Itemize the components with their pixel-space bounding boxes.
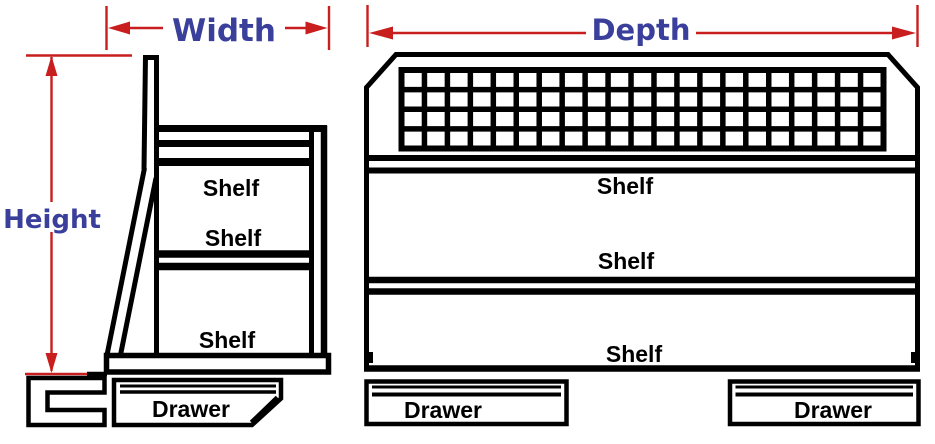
height-arrow-down-icon xyxy=(45,353,58,373)
side-shelf-label-1: Shelf xyxy=(203,175,260,201)
mesh-grid xyxy=(398,67,887,152)
front-shelf-label-2: Shelf xyxy=(598,248,655,274)
side-base-frame xyxy=(103,352,332,375)
front-shelf-label-1: Shelf xyxy=(597,173,654,199)
width-arrow-left-icon xyxy=(108,21,130,35)
depth-arrow-left-icon xyxy=(369,26,393,40)
height-dimension: Height xyxy=(3,54,132,376)
front-drawer-left-box xyxy=(364,379,569,427)
front-left-foot xyxy=(364,352,373,363)
front-view: Shelf Shelf Shelf Drawer Drawer xyxy=(364,52,921,427)
side-post-outer xyxy=(141,54,148,170)
front-shelf-label-3: Shelf xyxy=(606,341,663,367)
height-arrow-up-icon xyxy=(45,56,58,76)
depth-label: Depth xyxy=(591,13,690,47)
side-shelf-label-3: Shelf xyxy=(199,327,256,353)
height-label-backing xyxy=(6,202,100,232)
width-dimension: Width xyxy=(105,6,331,50)
height-label: Height xyxy=(3,205,101,235)
front-right-foot xyxy=(911,352,920,363)
width-label: Width xyxy=(172,13,276,49)
side-brace-outer xyxy=(104,167,147,356)
side-shelf-label-2: Shelf xyxy=(205,225,262,251)
width-arrow-right-icon xyxy=(305,21,328,35)
depth-dimension: Depth xyxy=(366,5,919,47)
front-drawer-left-label: Drawer xyxy=(404,397,482,423)
side-brace-inner xyxy=(118,177,159,356)
front-drawer-right-box xyxy=(727,379,921,427)
side-floor-bracket xyxy=(26,375,107,428)
side-drawer-inner-chamfer xyxy=(249,395,279,424)
side-view: Shelf Shelf Shelf Drawer xyxy=(26,54,332,428)
side-drawer-label: Drawer xyxy=(152,396,230,422)
depth-arrow-right-icon xyxy=(892,26,916,40)
front-drawer-right-label: Drawer xyxy=(794,397,872,423)
